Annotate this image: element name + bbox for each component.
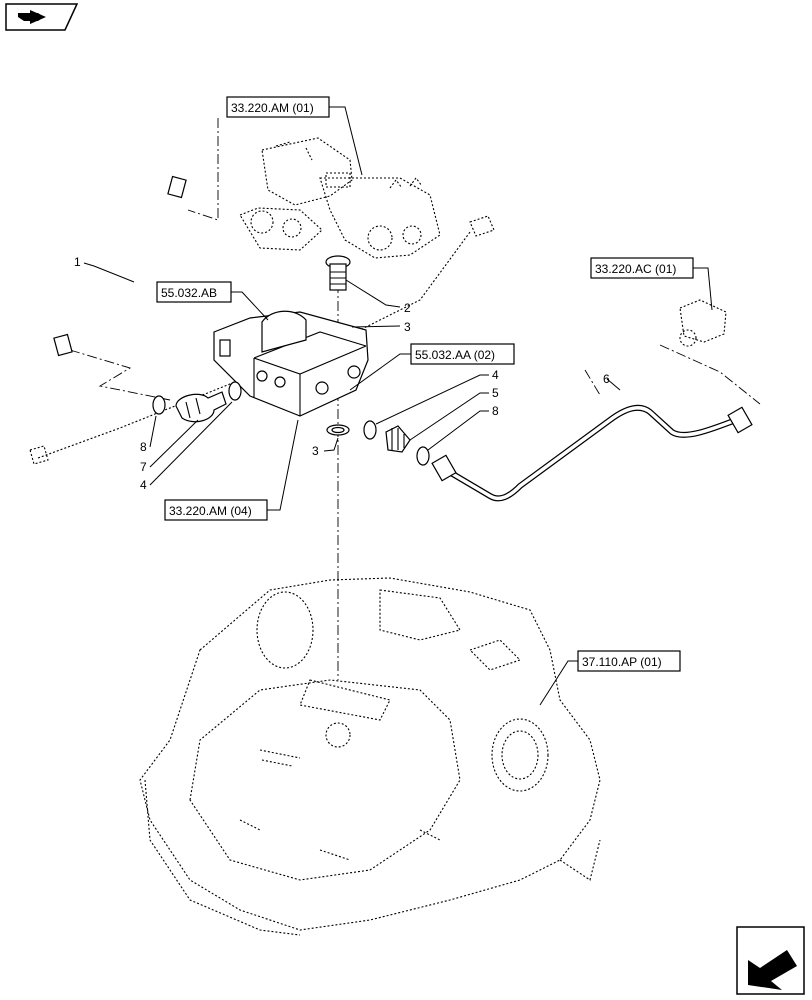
ref-label: 55.032.AB — [161, 286, 217, 300]
callout-numbers: 1 2 3 3 4 5 8 6 8 7 4 — [74, 255, 610, 492]
ref-55-032-aa-02[interactable]: 55.032.AA (02) — [410, 343, 515, 365]
banjo-bolt — [325, 255, 351, 291]
ref-33-220-ac-01[interactable]: 33.220.AC (01) — [590, 257, 694, 279]
transmission-housing-ghost — [139, 577, 601, 936]
callout-3-bottom: 3 — [312, 444, 319, 458]
ref-55-032-ab[interactable]: 55.032.AB — [156, 281, 232, 303]
wire-harness-line — [37, 231, 471, 459]
callout-5: 5 — [492, 386, 499, 400]
ref-label: 55.032.AA (02) — [415, 348, 495, 362]
elbow-fitting-left — [175, 391, 227, 423]
alignment-lines — [69, 118, 761, 680]
leader-lines — [83, 106, 713, 706]
callout-2: 2 — [404, 301, 411, 315]
callout-7: 7 — [140, 460, 147, 474]
ref-37-110-ap-01[interactable]: 37.110.AP (01) — [577, 650, 681, 672]
valve-block — [213, 310, 369, 417]
callout-1: 1 — [74, 255, 81, 269]
oring-left-outer — [152, 395, 166, 415]
oring-left — [228, 381, 242, 401]
callout-8-left: 8 — [140, 440, 147, 454]
ref-33-220-am-01[interactable]: 33.220.AM (01) — [226, 96, 330, 118]
connector-ghost — [29, 445, 49, 465]
callout-8-right: 8 — [492, 404, 499, 418]
ref-label: 33.220.AM (01) — [231, 101, 314, 115]
callout-6: 6 — [603, 372, 610, 386]
callout-4-left: 4 — [140, 478, 147, 492]
ref-label: 33.220.AC (01) — [595, 262, 676, 276]
ref-33-220-am-04[interactable]: 33.220.AM (04) — [164, 499, 268, 521]
sensor-ghost — [679, 299, 727, 347]
ref-label: 33.220.AM (04) — [169, 504, 252, 518]
pipe-right — [431, 404, 753, 502]
washer-bottom — [326, 424, 350, 436]
back-arrow-icon[interactable] — [736, 926, 805, 995]
adapter-fitting-right — [385, 425, 411, 453]
callout-4-right: 4 — [492, 368, 499, 382]
callout-3-top: 3 — [404, 320, 411, 334]
book-navigation-icon[interactable] — [5, 3, 79, 31]
valve-assembly-ghost — [239, 137, 495, 259]
pipe-left — [32, 175, 187, 357]
ref-label: 37.110.AP (01) — [582, 655, 662, 669]
oring-right-inner — [416, 446, 430, 466]
oring-right-outer — [363, 420, 377, 440]
